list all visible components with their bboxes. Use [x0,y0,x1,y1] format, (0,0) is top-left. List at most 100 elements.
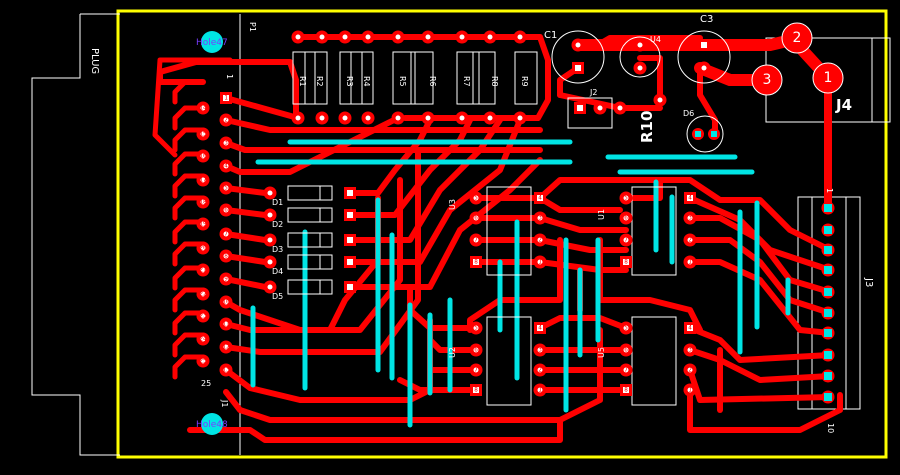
pad-hole [687,387,693,393]
copper-trace [223,95,301,121]
pad-number: 6 [474,215,478,222]
plug-outline [31,13,241,456]
pad-hole [223,185,229,191]
component-label: 1 [825,188,834,193]
pad-number: 8 [474,387,478,394]
pad-number: 21 [199,267,207,274]
pad-hole [487,115,493,121]
j4-pad [781,22,813,54]
mount-hole-47 [201,31,223,53]
copper-trace [537,177,833,253]
copper-trace [172,151,206,177]
pad-hole [687,215,693,221]
copper-trace [223,253,268,265]
j1-label: J1 [220,399,229,407]
component-label: U1 [597,209,606,220]
pad-number: 7 [474,367,478,374]
copper-trace [623,177,663,201]
pad-hole [200,221,206,227]
pad-hole [319,34,325,40]
pad-number: 5 [474,195,478,202]
pad-hole [342,115,348,121]
copper-trace [407,287,479,331]
plug-label: PLUG [89,48,100,74]
component-label: 25 [201,379,211,388]
component-label: R5 [398,76,407,87]
pad-hole [687,325,693,331]
pad-number: 2 [224,117,228,124]
copper-trace [473,237,629,253]
pad-hole [347,190,353,196]
copper-trace [172,265,206,291]
component-label: U2 [448,347,457,358]
pad-hole [200,336,206,342]
pad-number: 2 [538,367,542,374]
component-label: 10 [826,423,835,433]
pad-hole [687,367,693,373]
pad-number: 5 [624,195,628,202]
pad-hole [267,237,273,243]
component-label: U4 [650,35,661,44]
pad-hole [687,237,693,243]
copper-trace [347,117,433,196]
pad-number: 3 [688,215,692,222]
diode-body [287,254,333,270]
copper-trace [427,337,479,353]
component-label: D5 [272,292,283,301]
pad-number: 18 [199,199,207,206]
component-label: R9 [520,76,529,87]
pad-hole [473,367,479,373]
copper-trace [687,325,833,363]
u4-body [619,36,661,78]
j3-pad-hole [824,266,832,274]
pad-number: 2 [538,237,542,244]
pad-hole [200,291,206,297]
resistor-body [514,51,538,105]
component-label: R3 [345,76,354,87]
pad-hole [267,259,273,265]
d6-pad-hole [711,131,717,137]
pad-number: 2 [688,367,692,374]
pad-hole [473,195,479,201]
pad-number: 2 [688,237,692,244]
pad-hole [623,367,629,373]
pad-hole [537,367,543,373]
copper-trace [687,237,833,316]
copper-trace [473,215,629,233]
c3-body [677,30,731,84]
pad-hole [657,97,663,103]
pad-number: 9 [224,276,228,283]
copper-trace [595,35,703,48]
pad-hole [200,199,206,205]
copper-trace [172,195,206,221]
resistor-body [392,51,416,105]
diode-body [287,185,333,201]
pad-number: 4 [688,325,692,332]
pad-number: 5 [624,325,628,332]
pad-hole [517,115,523,121]
component-outlines [287,30,731,406]
pad-number: 25 [199,358,207,365]
pad-number: 24 [199,336,207,343]
c1-body [551,30,605,84]
pad-number: 7 [624,237,628,244]
pad-number: 4 [538,325,542,332]
pad-hole [687,259,693,265]
pad-hole [200,313,206,319]
d6-pad-hole [695,131,701,137]
j3-pad-hole [824,226,832,234]
j4-pin-number: 1 [824,70,833,86]
pad-number: 8 [624,387,628,394]
copper-trace [152,57,233,158]
j3-label: J3 [863,277,874,287]
pad-number: 4 [224,163,228,170]
copper-trace [223,177,403,333]
pad-hole [319,115,325,121]
pad-hole [473,215,479,221]
pad-number: 5 [224,185,228,192]
pad-hole [267,284,273,290]
pad-hole [395,115,401,121]
jumper-wires [250,139,791,428]
diode-body [287,279,333,295]
copper-trace [172,287,206,313]
